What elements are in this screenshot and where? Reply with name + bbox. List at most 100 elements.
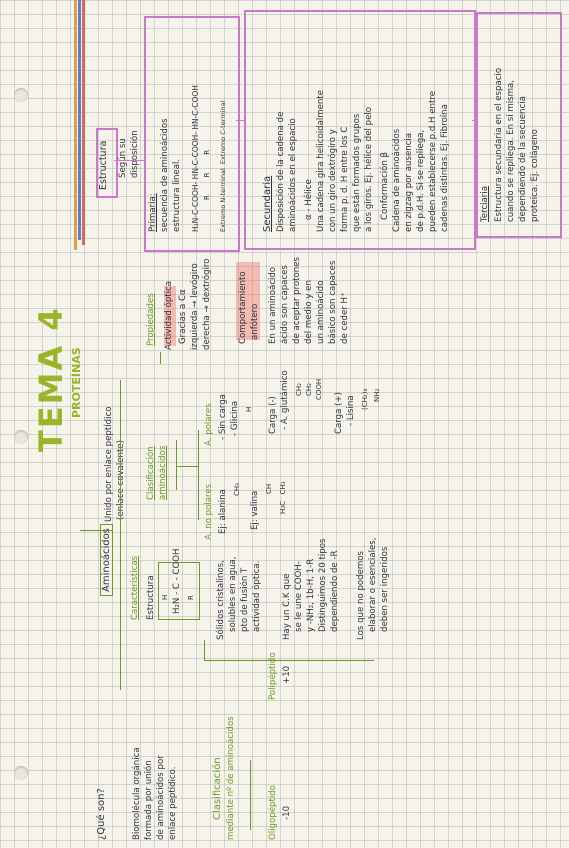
estructura-sub: Según su xyxy=(118,138,128,178)
alfa-line: que están formados grupos xyxy=(352,113,362,232)
anfotero-line: básico son capaces xyxy=(328,260,338,344)
props-line: actividad óptica. xyxy=(252,560,262,632)
props-line: Distinguimos 20 tipos xyxy=(318,538,328,632)
primaria-line: secuencia de aminoácidos xyxy=(160,118,170,232)
terciaria-heading: Terciaria xyxy=(480,186,490,222)
formula-line: H xyxy=(161,594,169,600)
definition-line: de aminoácidos por xyxy=(156,755,166,840)
connector xyxy=(204,640,206,660)
polares-label: A. polares xyxy=(204,403,214,446)
union-text: Unido por enlace peptídico xyxy=(104,406,114,522)
beta-line: de p.d.H. Si se repliega, xyxy=(416,129,426,232)
beta-heading: Conformación β xyxy=(380,151,390,220)
clasificacion-aa-sub: aminoácidos xyxy=(158,445,168,500)
beta-line: Cadena de aminoácidos xyxy=(392,128,402,232)
terciaria-box xyxy=(476,12,562,238)
formula-box xyxy=(158,562,200,620)
carga-pos: Carga (+) xyxy=(334,391,344,434)
caracteristicas-heading: Características xyxy=(130,555,140,620)
no-polares-example: Ej: alanina xyxy=(218,489,228,534)
definition-line: formada por unión xyxy=(144,760,154,840)
margin-line xyxy=(74,0,77,250)
polipeptido-value: +10 xyxy=(282,665,292,684)
connector xyxy=(160,352,162,364)
definition-line: Biomolécula orgánica xyxy=(132,747,142,840)
polares-example: H xyxy=(245,406,253,412)
anfotero-line: ácido son capaces xyxy=(280,265,290,344)
beta-line: pueden establecerse p.d.H entre xyxy=(428,91,438,232)
alfa-line: con un giro dextrógiro y xyxy=(328,129,338,232)
clasificacion-sub: mediante nº de aminoácidos xyxy=(226,716,236,840)
primaria-formula: R R R xyxy=(203,149,211,200)
anfotero-line: del medio y en xyxy=(304,280,314,344)
connector xyxy=(204,660,374,662)
connector xyxy=(176,466,198,468)
polares-example: - Sin carga xyxy=(218,394,228,440)
polares-example: - Glicina xyxy=(230,400,240,436)
oligopeptido-value: -10 xyxy=(282,805,292,820)
que-son-heading: ¿Qué son? xyxy=(96,788,107,840)
margin-line xyxy=(82,0,85,245)
props-line: elaborar o esenciales, xyxy=(368,537,378,632)
clasificacion-aa-heading: Clasificación xyxy=(146,446,156,500)
page-title: TEMA 4 xyxy=(32,306,70,452)
actividad-line: Actividad óptica xyxy=(164,280,174,350)
terciaria-line: dependiendo de la secuencia xyxy=(518,96,528,222)
alfa-heading: α - Hélice xyxy=(304,179,314,220)
estructura-box xyxy=(96,128,118,198)
formula-line: H₂N - C - COOH xyxy=(172,548,182,614)
connector xyxy=(236,120,244,122)
secundaria-line: aminoácidos en el espacio xyxy=(288,118,298,232)
punch-hole xyxy=(14,766,28,780)
connector xyxy=(120,380,122,690)
primaria-terminal: Extremo N-terminal Extremo C-terminal xyxy=(219,100,227,232)
props-line: deben ser ingeridos xyxy=(380,546,390,632)
alfa-line: forma p. d. H entre los C xyxy=(340,126,350,232)
props-line: pto de fusión T xyxy=(240,567,250,632)
highlight xyxy=(236,262,260,340)
estructura-label: Estructura xyxy=(146,575,156,620)
carga-pos: - Lisina xyxy=(346,395,356,426)
connector xyxy=(80,530,112,532)
secundaria-line: Disposición de la cadena de xyxy=(276,111,286,232)
connector xyxy=(472,120,476,122)
highlight xyxy=(164,286,176,346)
punch-hole xyxy=(14,88,28,102)
connector xyxy=(176,440,178,490)
anfotero-line: En un aminoácido xyxy=(268,266,278,344)
beta-line: cadenas distintas. Ej. Fibroína xyxy=(440,104,450,232)
actividad-line: derecha → dextrógiro xyxy=(202,258,212,350)
anfotero-heading: anfótero xyxy=(250,303,260,340)
clasificacion-heading: Clasificación xyxy=(212,757,223,820)
carga-pos: (CH₂)₄ xyxy=(361,388,369,410)
primaria-formula: H₂N-C-COOH- HN-C-COOH- HN-C-COOH xyxy=(191,85,200,232)
no-polares-example: CH xyxy=(265,483,273,494)
props-line: Hay un C.K que xyxy=(282,573,292,640)
secundaria-box xyxy=(244,10,476,250)
props-line: dependiendo de -R xyxy=(330,550,340,633)
formula-line: R xyxy=(187,595,195,600)
anfotero-line: de ceder H⁺ xyxy=(340,292,350,345)
connector xyxy=(114,160,144,162)
estructura-heading: Estructura xyxy=(98,140,109,190)
terciaria-line: Estructura secundaria en el espacio xyxy=(494,67,504,222)
carga-neg: - A. glutámico xyxy=(280,370,290,430)
beta-line: en zigzag por ausencia xyxy=(404,132,414,232)
estructura-sub: disposición xyxy=(130,130,140,178)
anfotero-line: un aminoácido xyxy=(316,280,326,344)
aminoacidos-node: Aminoácidos xyxy=(100,524,113,596)
primaria-line: estructura lineal. xyxy=(172,158,182,232)
props-line: solubles en agua, xyxy=(228,556,238,632)
connector xyxy=(198,430,200,520)
no-polares-example: H₃C CH₃ xyxy=(279,481,287,514)
props-line: se le une COOH- xyxy=(294,561,304,632)
carga-neg: COOH xyxy=(315,378,323,400)
no-polares-label: A. no polares xyxy=(204,483,214,540)
propiedades-heading: Propiedades xyxy=(146,293,156,346)
primaria-box xyxy=(144,16,240,252)
anfotero-line: de aceptar protones xyxy=(292,256,302,344)
alfa-line: a los giros. Ej. hélice del pelo xyxy=(364,106,374,232)
primaria-heading: Primaria: xyxy=(148,193,158,232)
alfa-line: Una cadena gira helicoidalmente xyxy=(316,89,326,232)
